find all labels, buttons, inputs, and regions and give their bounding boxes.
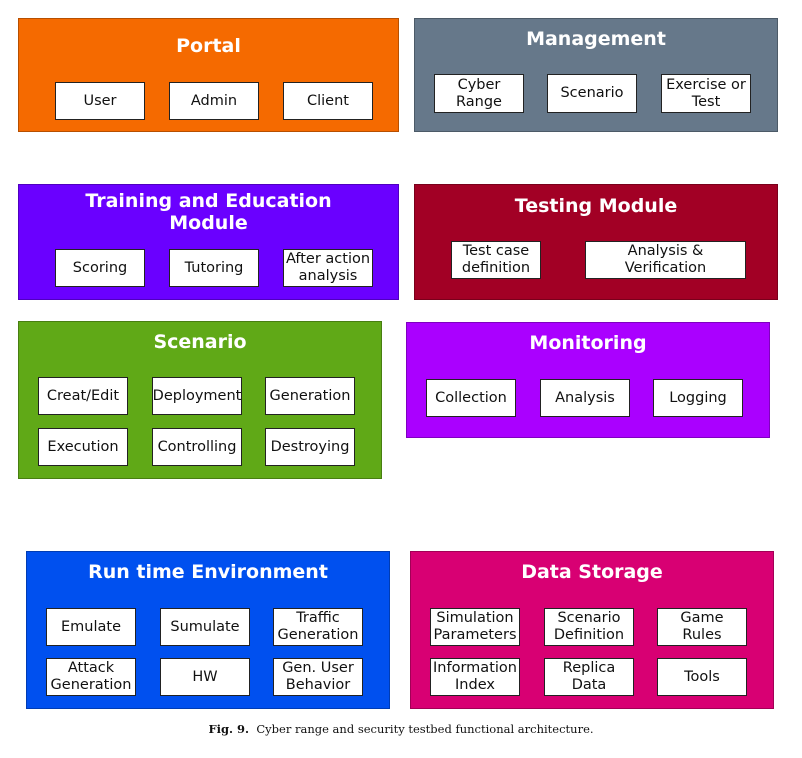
portal-item-admin: Admin: [169, 82, 259, 120]
scenario-item-creat-edit: Creat/Edit: [38, 377, 128, 415]
runtime-title: Run time Environment: [88, 561, 328, 583]
testing-module: Testing Module Test case definition Anal…: [414, 184, 778, 300]
scenario-title: Scenario: [153, 331, 247, 353]
testing-title: Testing Module: [514, 195, 678, 217]
runtime-item-attack-generation: Attack Generation: [46, 658, 136, 696]
management-title: Management: [526, 28, 666, 50]
storage-item-replica-data: Replica Data: [544, 658, 634, 696]
scenario-item-controlling: Controlling: [152, 428, 242, 466]
scenario-module: Scenario Creat/Edit Deployment Generatio…: [18, 321, 382, 479]
scenario-item-execution: Execution: [38, 428, 128, 466]
scenario-item-deployment: Deployment: [152, 377, 242, 415]
management-module: Management Cyber Range Scenario Exercise…: [414, 18, 778, 132]
runtime-item-emulate: Emulate: [46, 608, 136, 646]
figure-caption: Fig. 9. Cyber range and security testbed…: [0, 722, 802, 736]
monitoring-item-collection: Collection: [426, 379, 516, 417]
runtime-module: Run time Environment Emulate Sumulate Tr…: [26, 551, 390, 709]
portal-item-user: User: [55, 82, 145, 120]
data-storage-module: Data Storage Simulation Parameters Scena…: [410, 551, 774, 709]
training-item-tutoring: Tutoring: [169, 249, 259, 287]
monitoring-title: Monitoring: [529, 332, 647, 354]
runtime-item-gen-user-behavior: Gen. User Behavior: [273, 658, 363, 696]
scenario-item-destroying: Destroying: [265, 428, 355, 466]
management-item-scenario: Scenario: [547, 74, 637, 113]
runtime-item-traffic-generation: Traffic Generation: [273, 608, 363, 646]
storage-item-game-rules: Game Rules: [657, 608, 747, 646]
runtime-item-hw: HW: [160, 658, 250, 696]
monitoring-item-logging: Logging: [653, 379, 743, 417]
training-item-scoring: Scoring: [55, 249, 145, 287]
portal-item-client: Client: [283, 82, 373, 120]
figure-caption-label: Fig. 9.: [208, 722, 250, 736]
monitoring-item-analysis: Analysis: [540, 379, 630, 417]
portal-module: Portal User Admin Client: [18, 18, 399, 132]
management-item-exercise-or-test: Exercise or Test: [661, 74, 751, 113]
training-title: Training and Education Module: [85, 190, 332, 234]
storage-item-scenario-definition: Scenario Definition: [544, 608, 634, 646]
testing-item-test-case-definition: Test case definition: [451, 241, 541, 279]
management-item-cyber-range: Cyber Range: [434, 74, 524, 113]
portal-title: Portal: [176, 35, 241, 57]
storage-item-simulation-parameters: Simulation Parameters: [430, 608, 520, 646]
scenario-item-generation: Generation: [265, 377, 355, 415]
testing-item-analysis-verification: Analysis & Verification: [585, 241, 746, 279]
data-storage-title: Data Storage: [521, 561, 663, 583]
storage-item-information-index: Information Index: [430, 658, 520, 696]
figure-caption-text: Cyber range and security testbed functio…: [256, 722, 594, 736]
training-module: Training and Education Module Scoring Tu…: [18, 184, 399, 300]
training-item-after-action-analysis: After action analysis: [283, 249, 373, 287]
runtime-item-sumulate: Sumulate: [160, 608, 250, 646]
monitoring-module: Monitoring Collection Analysis Logging: [406, 322, 770, 438]
storage-item-tools: Tools: [657, 658, 747, 696]
